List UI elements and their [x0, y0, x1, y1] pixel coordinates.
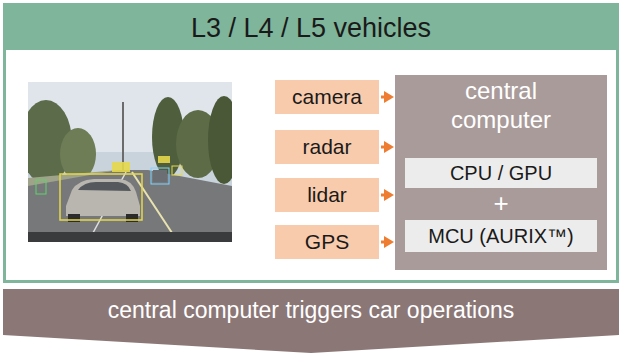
node-text: central computer: [425, 77, 577, 135]
node-text: MCU (AURIX™): [428, 224, 574, 248]
node-text: central computer triggers car operations: [3, 297, 619, 325]
node-text: radar: [302, 134, 351, 159]
processor-box: CPU / GPU: [405, 158, 597, 188]
sensor-box: camera: [275, 80, 379, 114]
sensor-box: GPS: [275, 225, 379, 259]
node-text: lidar: [307, 182, 347, 207]
sensor-box: radar: [275, 130, 379, 164]
node-text: GPS: [305, 229, 349, 254]
node-text: CPU / GPU: [450, 161, 552, 185]
computer-box: central computerCPU / GPU MCU (AURIX™) +: [395, 75, 607, 270]
processor-box: MCU (AURIX™): [405, 220, 597, 252]
arrow-connector: [381, 141, 394, 153]
arrow-connector: [381, 236, 394, 248]
street-photo: [28, 82, 232, 242]
node-text: L3 / L4 / L5 vehicles: [6, 6, 616, 50]
arrow-connector: [381, 91, 394, 103]
sensor-box: lidar: [275, 178, 379, 212]
arrow-connector: [381, 189, 394, 201]
plus-sign: +: [395, 186, 607, 220]
output-arrow: central computer triggers car operations: [3, 289, 619, 353]
node-text: camera: [292, 84, 362, 109]
vehicle-frame: L3 / L4 / L5 vehicles camera radar lidarGPS…: [3, 3, 619, 283]
